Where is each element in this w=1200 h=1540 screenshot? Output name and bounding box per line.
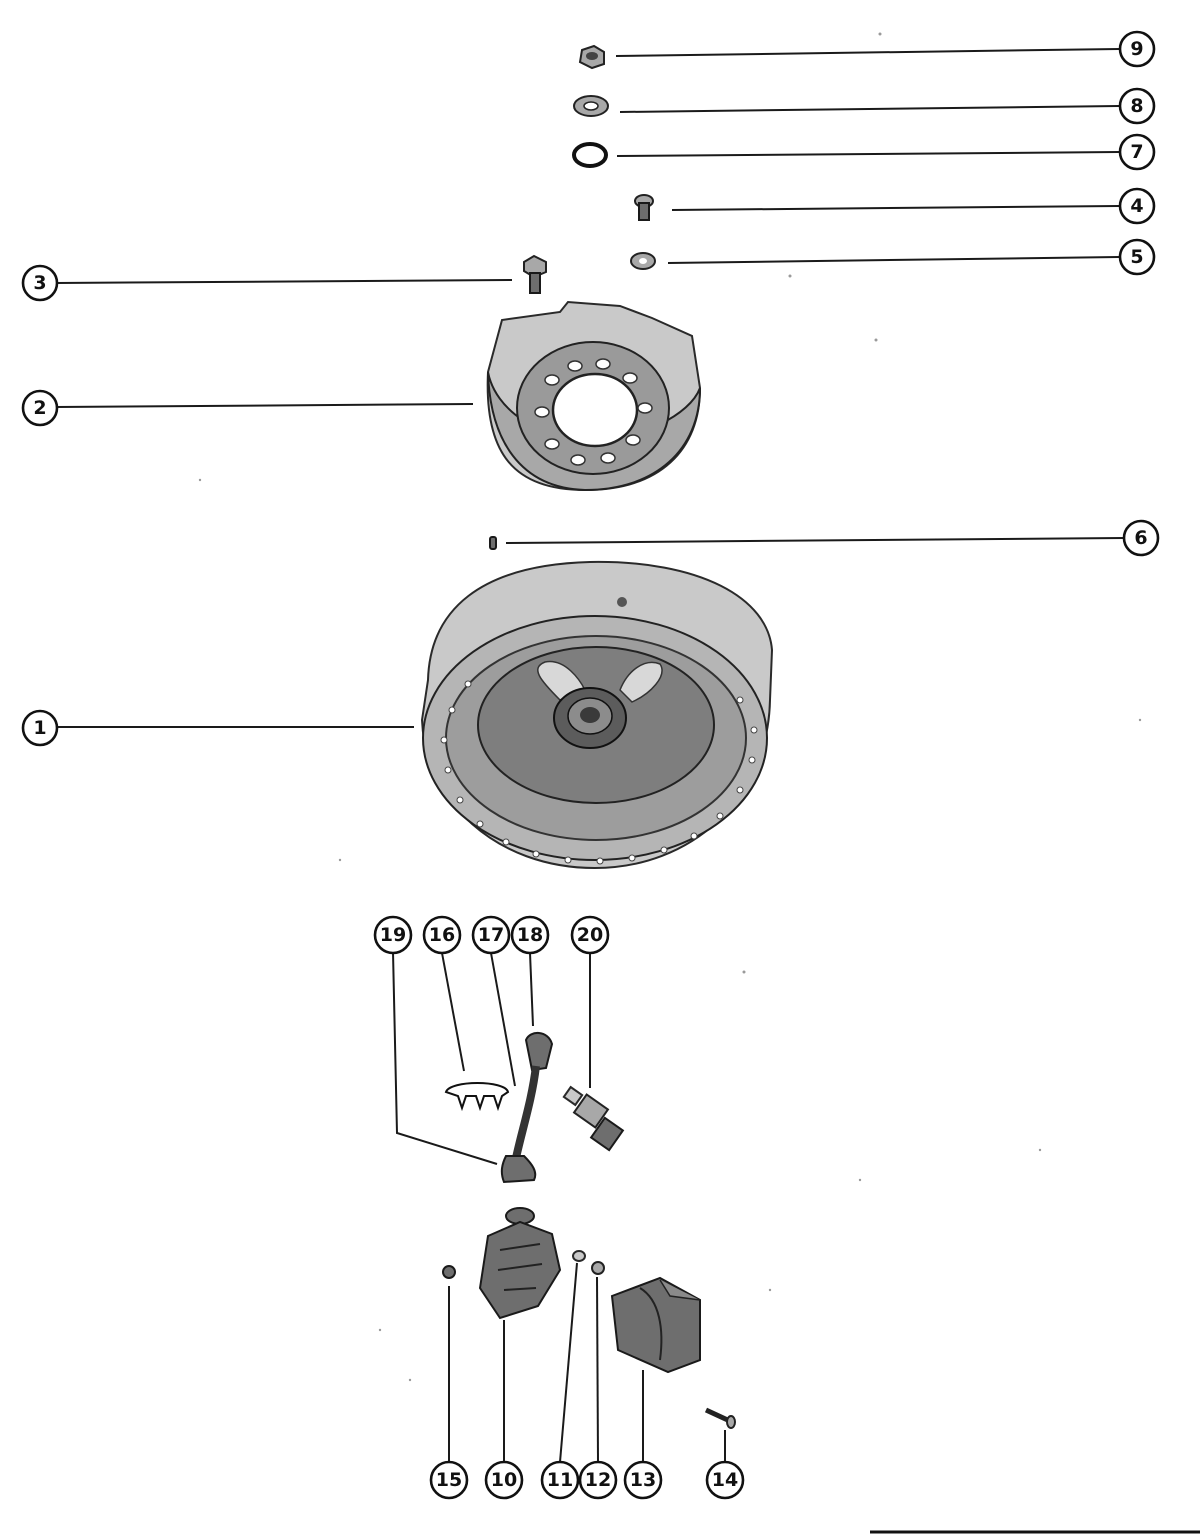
svg-text:7: 7 bbox=[1130, 141, 1143, 163]
svg-text:20: 20 bbox=[577, 924, 603, 946]
part-10-coil bbox=[478, 1207, 562, 1320]
part-12-nut bbox=[591, 1261, 605, 1275]
part-6-key bbox=[489, 536, 497, 550]
leader-16 bbox=[441, 952, 465, 1072]
svg-text:13: 13 bbox=[630, 1469, 656, 1491]
svg-text:9: 9 bbox=[1130, 38, 1143, 60]
leader-11 bbox=[559, 1262, 578, 1463]
leader-7 bbox=[616, 151, 1120, 157]
svg-text:8: 8 bbox=[1130, 95, 1143, 117]
callout-1: 1 bbox=[21, 709, 59, 747]
leader-4 bbox=[671, 205, 1120, 211]
callout-18: 18 bbox=[510, 915, 550, 955]
leader-3 bbox=[55, 279, 513, 284]
svg-text:17: 17 bbox=[478, 924, 504, 946]
callout-3: 3 bbox=[21, 264, 59, 302]
leader-8 bbox=[619, 105, 1120, 113]
callout-7: 7 bbox=[1118, 133, 1156, 171]
callout-19: 19 bbox=[373, 915, 413, 955]
svg-text:15: 15 bbox=[436, 1469, 462, 1491]
callout-8: 8 bbox=[1118, 87, 1156, 125]
svg-text:2: 2 bbox=[33, 397, 46, 419]
part-17-lead bbox=[512, 1065, 540, 1159]
svg-text:18: 18 bbox=[517, 924, 543, 946]
part-11-nut bbox=[572, 1250, 586, 1262]
part-15-nut bbox=[442, 1265, 456, 1279]
callout-14: 14 bbox=[705, 1460, 745, 1500]
svg-text:4: 4 bbox=[1130, 195, 1143, 217]
callout-17: 17 bbox=[471, 915, 511, 955]
svg-text:10: 10 bbox=[491, 1469, 517, 1491]
svg-text:5: 5 bbox=[1130, 246, 1143, 268]
leader-2 bbox=[55, 403, 474, 408]
part-16-clip bbox=[444, 1082, 510, 1112]
svg-text:11: 11 bbox=[547, 1469, 573, 1491]
leader-6 bbox=[505, 537, 1125, 544]
part-3-bolt bbox=[523, 254, 547, 294]
svg-text:16: 16 bbox=[429, 924, 455, 946]
part-2-hub-cover bbox=[486, 300, 702, 492]
leader-5 bbox=[667, 256, 1120, 264]
callout-2: 2 bbox=[21, 389, 59, 427]
callout-15: 15 bbox=[429, 1460, 469, 1500]
callout-12: 12 bbox=[578, 1460, 618, 1500]
svg-text:14: 14 bbox=[712, 1469, 738, 1491]
callout-9: 9 bbox=[1118, 30, 1156, 68]
callout-6: 6 bbox=[1122, 519, 1160, 557]
leader-19 bbox=[392, 951, 498, 1165]
part-19-boot bbox=[500, 1155, 537, 1184]
svg-text:6: 6 bbox=[1134, 527, 1147, 549]
callout-11: 11 bbox=[540, 1460, 580, 1500]
callout-10: 10 bbox=[484, 1460, 524, 1500]
part-5-washer bbox=[630, 252, 656, 270]
part-7-ring bbox=[572, 142, 608, 168]
part-20-spark-plug bbox=[562, 1085, 625, 1152]
leader-lines bbox=[55, 48, 1125, 1463]
svg-text:3: 3 bbox=[33, 272, 46, 294]
callout-20: 20 bbox=[570, 915, 610, 955]
leader-18 bbox=[529, 952, 534, 1027]
svg-text:12: 12 bbox=[585, 1469, 611, 1491]
part-14-screw bbox=[704, 1407, 736, 1429]
svg-text:19: 19 bbox=[380, 924, 406, 946]
leader-12 bbox=[596, 1276, 599, 1463]
print-texture bbox=[198, 32, 1142, 1382]
callout-5: 5 bbox=[1118, 238, 1156, 276]
part-8-washer bbox=[573, 95, 609, 117]
part-18-boot bbox=[524, 1032, 554, 1072]
part-9-nut bbox=[578, 44, 605, 70]
callout-13: 13 bbox=[623, 1460, 663, 1500]
part-4-screw bbox=[634, 194, 654, 221]
part-1-flywheel bbox=[420, 560, 774, 870]
svg-text:1: 1 bbox=[33, 717, 46, 739]
callout-4: 4 bbox=[1118, 187, 1156, 225]
leader-17 bbox=[490, 952, 516, 1087]
leader-9 bbox=[615, 48, 1120, 57]
callout-16: 16 bbox=[422, 915, 462, 955]
part-13-cover bbox=[610, 1276, 701, 1374]
